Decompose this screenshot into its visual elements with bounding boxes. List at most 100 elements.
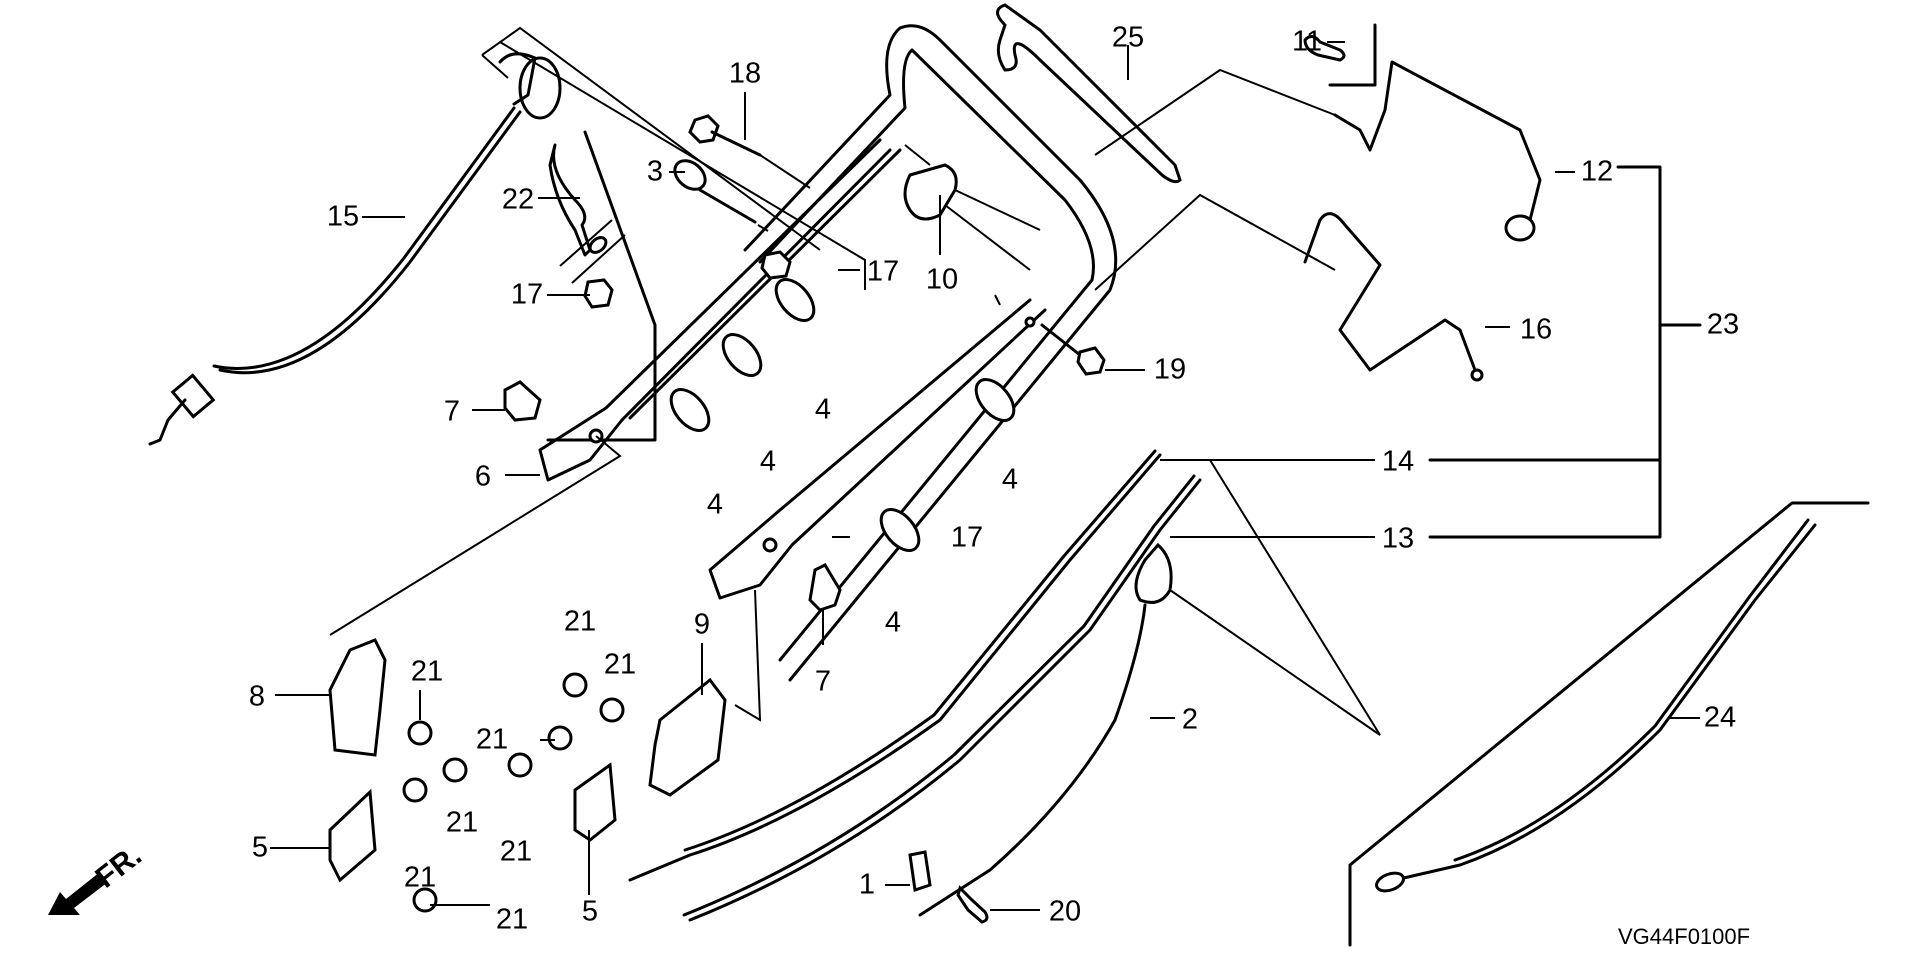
callout-15[interactable]: 15 <box>326 200 360 233</box>
callout-17-inset[interactable]: 17 <box>510 278 544 311</box>
callout-21-b[interactable]: 21 <box>445 806 479 839</box>
starter-rope-part[interactable] <box>148 26 821 446</box>
flange-nuts-21[interactable] <box>402 672 625 913</box>
callout-21-h[interactable]: 21 <box>499 835 533 868</box>
callout-1[interactable]: 1 <box>858 868 876 901</box>
knob-7-lower[interactable] <box>808 563 842 612</box>
callout-7-upper[interactable]: 7 <box>443 395 461 428</box>
callout-10[interactable]: 10 <box>925 263 959 296</box>
callout-6[interactable]: 6 <box>474 460 492 493</box>
callout-13[interactable]: 13 <box>1381 522 1415 555</box>
lower-handle-right-hole <box>762 537 778 553</box>
starter-rope-line <box>218 110 522 375</box>
knob-7-upper[interactable] <box>503 380 542 422</box>
throttle-cable-2-lead <box>1169 459 1381 736</box>
clutch-cable-13[interactable] <box>682 474 1202 922</box>
callout-11[interactable]: 11 <box>1291 25 1323 58</box>
callout-4-a[interactable]: 4 <box>814 393 832 426</box>
rope-guide-22[interactable] <box>548 143 592 257</box>
callout-4-d[interactable]: 4 <box>1001 463 1019 496</box>
control-cable-14-line2 <box>683 449 1157 852</box>
bolt-18[interactable] <box>688 114 811 189</box>
throttle-cable-2-line <box>918 603 1147 917</box>
callout-21-d[interactable]: 21 <box>495 903 529 936</box>
callout-19[interactable]: 19 <box>1153 353 1187 386</box>
upper-handle-inner <box>758 48 1095 662</box>
control-lever-rod <box>1333 60 1542 222</box>
callout-17-lower[interactable]: 17 <box>950 521 984 554</box>
callout-17-upper[interactable]: 17 <box>866 255 900 288</box>
callout-21-f[interactable]: 21 <box>603 648 637 681</box>
callout-21-c[interactable]: 21 <box>403 861 437 894</box>
eye-bolt-dash <box>757 224 769 232</box>
bracket-9[interactable] <box>648 677 727 797</box>
bracket-5-left[interactable] <box>328 788 377 883</box>
callout-21-e[interactable]: 21 <box>563 605 597 638</box>
upper-handle-outer <box>743 24 1118 682</box>
lower-handle-left-6[interactable] <box>329 41 902 636</box>
callout-21-a[interactable]: 21 <box>410 655 444 688</box>
throttle-lever-lead-a <box>904 144 931 166</box>
callout-2[interactable]: 2 <box>1181 703 1199 736</box>
control-lever-bracket <box>1094 68 1336 156</box>
callout-21-g[interactable]: 21 <box>475 723 509 756</box>
bracket-8[interactable] <box>328 638 387 757</box>
cable-clamp-1[interactable] <box>908 850 932 892</box>
callout-18[interactable]: 18 <box>728 57 762 90</box>
bolt-18-lead <box>759 154 811 189</box>
callout-24[interactable]: 24 <box>1703 701 1737 734</box>
callout-7-lower[interactable]: 7 <box>814 665 832 698</box>
eye-bolt-3[interactable] <box>669 155 769 232</box>
inset-frame <box>546 130 657 442</box>
rope-guide-inset <box>546 130 657 442</box>
cable-clips-4[interactable] <box>664 273 1021 558</box>
screw-20[interactable] <box>956 885 989 924</box>
drive-lever-end <box>1470 368 1484 382</box>
flange-nut-21f <box>599 697 625 723</box>
flange-nut-21h <box>507 752 533 778</box>
clip-11-frame <box>1328 23 1377 87</box>
control-lever-12[interactable] <box>1094 23 1542 242</box>
cable-clip-4d <box>974 378 1016 422</box>
clip-11[interactable] <box>1303 35 1346 62</box>
callout-16[interactable]: 16 <box>1519 313 1553 346</box>
callout-25[interactable]: 25 <box>1111 21 1145 54</box>
nut-17-upper[interactable] <box>760 250 792 280</box>
bolt-19[interactable] <box>1040 323 1106 376</box>
callout-23[interactable]: 23 <box>1706 308 1740 341</box>
handle-grip-25[interactable] <box>996 3 1182 184</box>
rope-guide-frame-left <box>481 54 509 79</box>
callout-4-c[interactable]: 4 <box>706 488 724 521</box>
lower-handle-right[interactable] <box>708 298 1047 722</box>
callout-5-left[interactable]: 5 <box>251 831 269 864</box>
callout-8[interactable]: 8 <box>248 680 266 713</box>
throttle-cable-2-lever <box>1134 542 1173 604</box>
callout-4-b[interactable]: 4 <box>759 445 777 478</box>
control-cable-14[interactable] <box>628 449 1162 882</box>
callout-4-e[interactable]: 4 <box>884 606 902 639</box>
throttle-lever-10[interactable] <box>903 144 1041 271</box>
eye-bolt-loop <box>673 159 707 191</box>
bolt-18-shank <box>710 130 762 157</box>
drive-lever-bracket <box>1094 193 1336 291</box>
lower-handle-right-rail-a <box>708 298 1047 600</box>
flange-nut-21e <box>562 672 588 698</box>
drive-lever-16[interactable] <box>1094 193 1484 382</box>
drive-lever-rod <box>1303 212 1477 372</box>
callout-3[interactable]: 3 <box>646 155 664 188</box>
callout-9[interactable]: 9 <box>693 608 711 641</box>
upper-handle-23[interactable] <box>743 24 1118 682</box>
callout-22[interactable]: 22 <box>501 183 535 216</box>
callout-5-right[interactable]: 5 <box>581 895 599 928</box>
nut-17-inset[interactable] <box>583 278 614 309</box>
rope-guide-frame <box>481 26 821 251</box>
callout-20[interactable]: 20 <box>1048 895 1082 928</box>
lower-handle-bracket-lead <box>329 435 622 636</box>
callout-12[interactable]: 12 <box>1580 155 1614 188</box>
upper-to-lower-lead <box>499 41 866 290</box>
throttle-cable-2[interactable] <box>918 459 1381 917</box>
callout-14[interactable]: 14 <box>1381 445 1415 478</box>
bracket-5-right[interactable] <box>573 762 617 842</box>
drive-cable-24[interactable] <box>1348 501 1870 947</box>
drive-cable-end <box>1375 871 1405 893</box>
